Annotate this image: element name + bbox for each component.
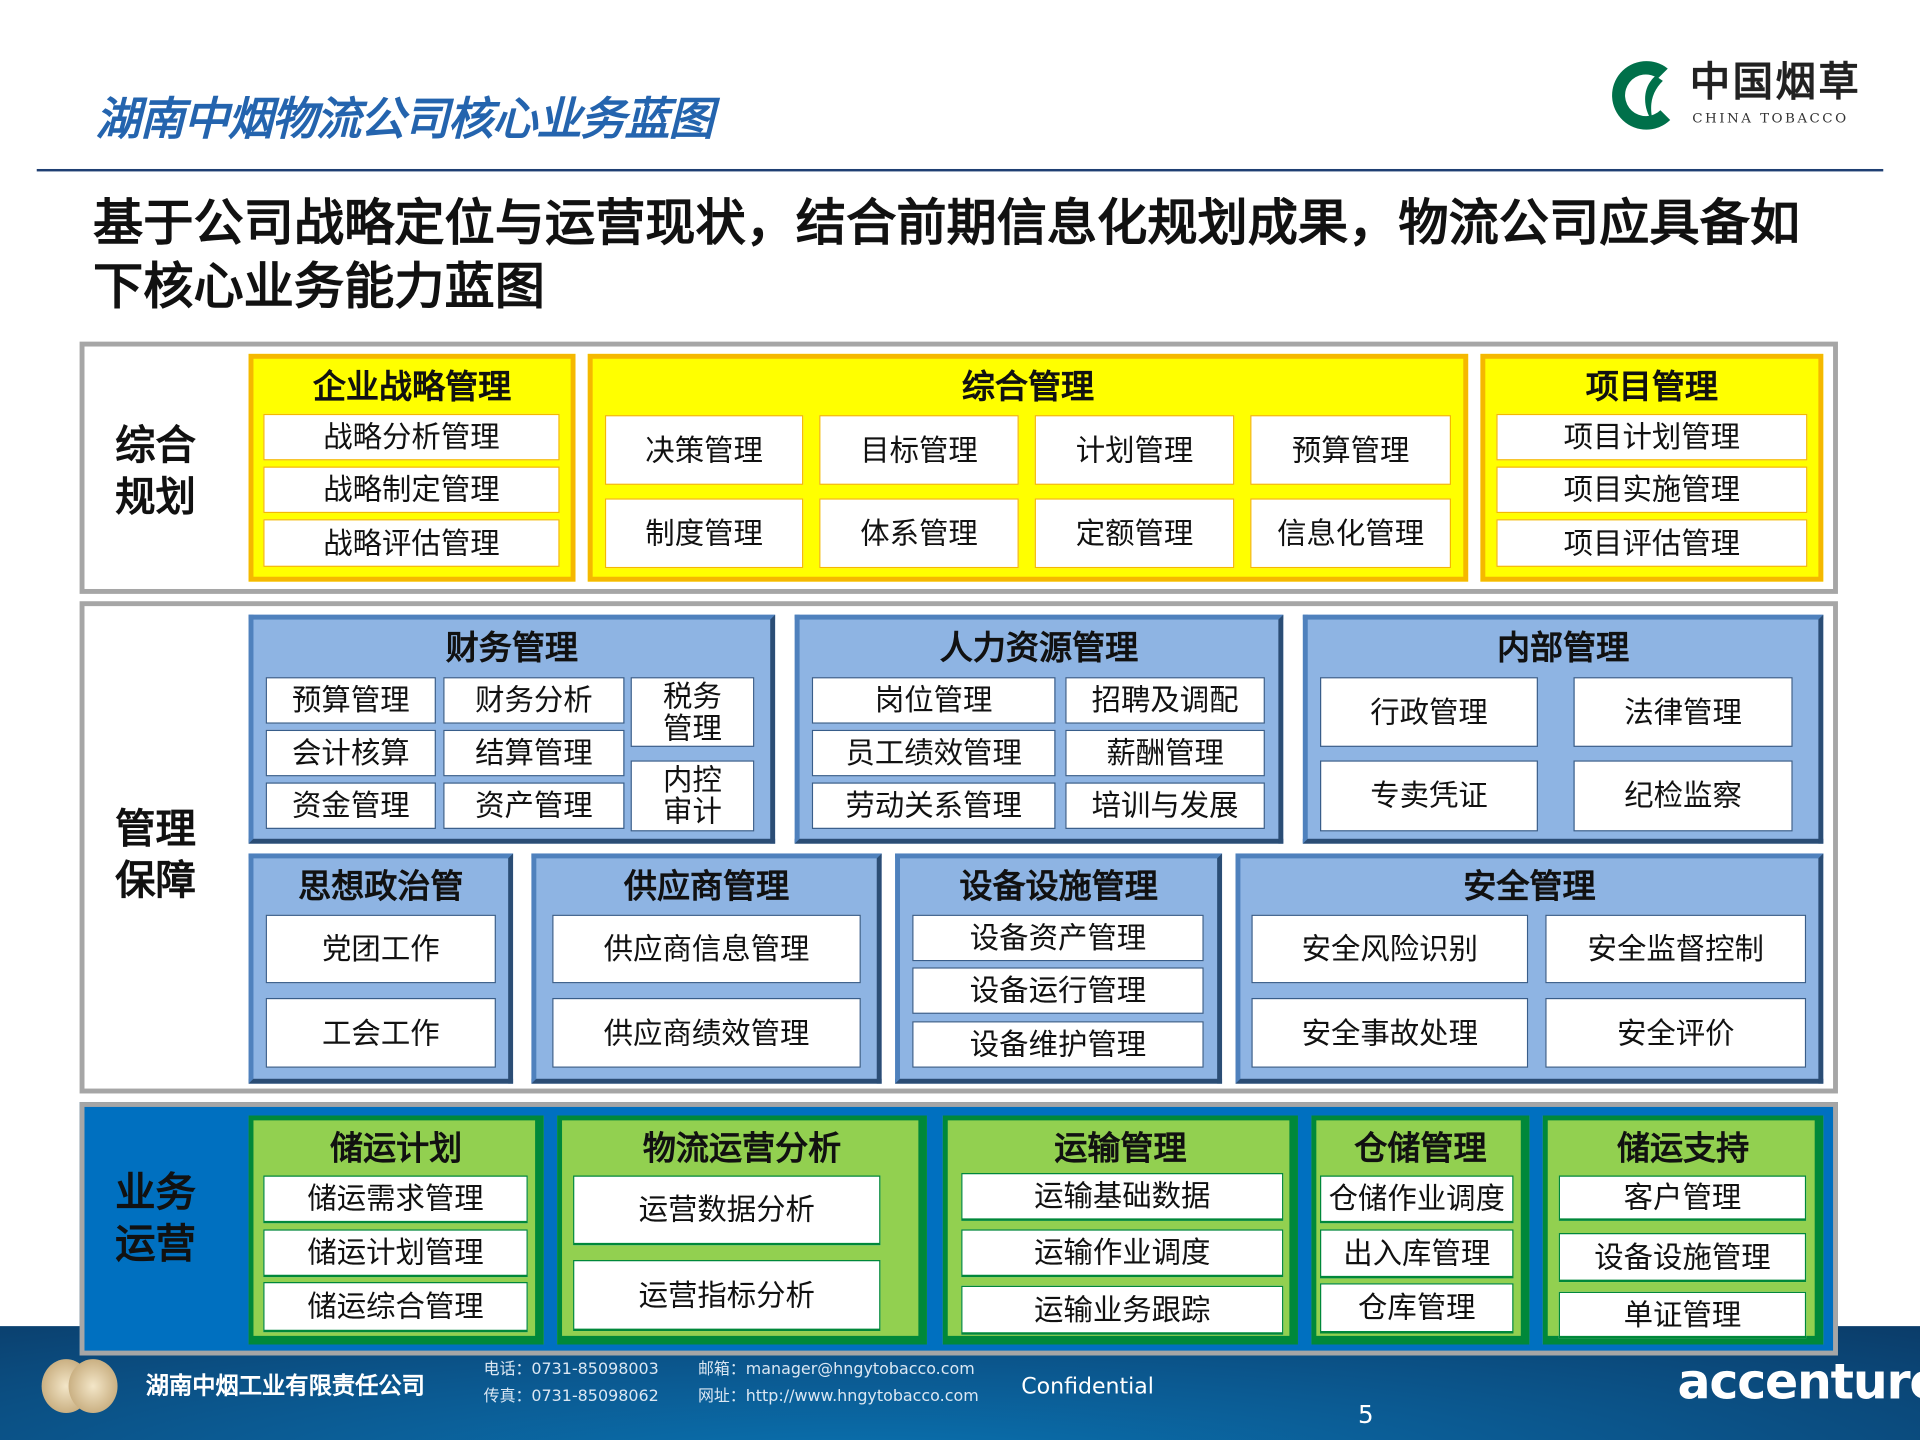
capability-item: 仓库管理	[1320, 1283, 1514, 1334]
capability-item: 供应商信息管理	[552, 914, 861, 984]
capability-group-title: 综合管理	[961, 368, 1095, 407]
footer-fax: 传真：0731-85098062	[483, 1387, 659, 1406]
capability-item: 储运综合管理	[263, 1282, 528, 1333]
capability-item: 战略分析管理	[263, 413, 560, 461]
capability-item: 安全评价	[1545, 997, 1807, 1068]
capability-item: 税务 管理	[630, 677, 755, 747]
page-number: 5	[1357, 1399, 1374, 1429]
capability-item: 工会工作	[265, 997, 496, 1068]
capability-item: 结算管理	[443, 729, 625, 777]
capability-item: 储运计划管理	[263, 1229, 528, 1278]
capability-group-title: 储运支持	[1616, 1130, 1750, 1169]
capability-item: 行政管理	[1320, 677, 1538, 747]
capability-item: 战略评估管理	[263, 519, 560, 567]
capability-group-title: 设备设施管理	[959, 868, 1158, 907]
capability-item: 设备维护管理	[912, 1021, 1204, 1068]
footer-email: 邮箱：manager@hngytobacco.com	[697, 1360, 975, 1379]
capability-item: 运输作业调度	[961, 1229, 1284, 1278]
capability-item: 计划管理	[1034, 415, 1235, 485]
capability-item: 培训与发展	[1065, 782, 1265, 829]
title-divider	[36, 168, 1884, 172]
capability-item: 预算管理	[265, 677, 436, 724]
capability-group-title: 安全管理	[1463, 868, 1596, 907]
capability-item: 设备设施管理	[1558, 1233, 1807, 1283]
capability-item: 设备运行管理	[912, 967, 1204, 1014]
capability-group-title: 项目管理	[1585, 368, 1718, 407]
capability-item: 项目计划管理	[1496, 413, 1808, 461]
capability-group-title: 财务管理	[445, 629, 578, 668]
capability-item: 运输业务跟踪	[961, 1285, 1284, 1335]
footer-phone: 电话：0731-85098003	[483, 1360, 659, 1379]
capability-group-title: 思想政治管	[298, 868, 464, 907]
footer-company-name: 湖南中烟工业有限责任公司	[145, 1372, 425, 1400]
capability-item: 法律管理	[1573, 677, 1793, 747]
capability-item: 决策管理	[604, 415, 804, 485]
capability-item: 岗位管理	[811, 677, 1056, 724]
capability-item: 资产管理	[443, 782, 625, 829]
capability-group-title: 内部管理	[1496, 629, 1630, 668]
slide-heading: 基于公司战略定位与运营现状，结合前期信息化规划成果，物流公司应具备如下核心业务能…	[93, 193, 1801, 316]
capability-item: 财务分析	[443, 677, 625, 724]
slide-title: 湖南中烟物流公司核心业务蓝图	[95, 93, 714, 146]
logo-cn-text: 中国烟草	[1689, 57, 1862, 106]
china-tobacco-logo: 中国烟草 CHINA TOBACCO	[1607, 54, 1870, 135]
capability-item: 党团工作	[265, 914, 496, 984]
logo-en-text: CHINA TOBACCO	[1692, 110, 1849, 127]
capability-item: 项目实施管理	[1496, 466, 1808, 514]
capability-item: 纪检监察	[1573, 760, 1793, 832]
capability-item: 项目评估管理	[1496, 519, 1808, 567]
capability-item: 出入库管理	[1320, 1229, 1514, 1279]
capability-item: 员工绩效管理	[811, 729, 1056, 777]
capability-group-title: 企业战略管理	[312, 368, 512, 407]
capability-group-title: 运输管理	[1054, 1130, 1187, 1169]
capability-group-title: 储运计划	[330, 1130, 463, 1169]
section-label-planning: 综合 规划	[115, 421, 196, 521]
capability-item: 专卖凭证	[1320, 760, 1538, 832]
capability-item: 体系管理	[819, 498, 1019, 569]
capability-group-title: 供应商管理	[623, 868, 790, 907]
capability-group-title: 物流运营分析	[642, 1130, 842, 1169]
capability-item: 劳动关系管理	[811, 782, 1056, 829]
capability-item: 设备资产管理	[912, 914, 1204, 962]
capability-item: 薪酬管理	[1065, 729, 1265, 777]
capability-item: 招聘及调配	[1065, 677, 1265, 724]
capability-item: 客户管理	[1558, 1175, 1807, 1221]
capability-item: 定额管理	[1034, 498, 1235, 569]
capability-item: 仓储作业调度	[1320, 1175, 1514, 1224]
capability-item: 运输基础数据	[961, 1173, 1284, 1221]
capability-item: 资金管理	[265, 782, 436, 829]
capability-item: 运营数据分析	[573, 1175, 881, 1246]
capability-item: 安全事故处理	[1251, 997, 1529, 1068]
capability-item: 供应商绩效管理	[552, 997, 861, 1068]
capability-group-title: 仓储管理	[1354, 1130, 1487, 1169]
capability-item: 储运需求管理	[263, 1175, 528, 1224]
capability-item: 单证管理	[1558, 1291, 1807, 1339]
capability-item: 信息化管理	[1250, 498, 1452, 569]
capability-item: 预算管理	[1250, 415, 1452, 485]
capability-group-title: 人力资源管理	[939, 629, 1139, 668]
capability-item: 战略制定管理	[263, 466, 560, 514]
capability-item: 制度管理	[604, 498, 804, 569]
capability-item: 目标管理	[819, 415, 1019, 485]
capability-item: 安全风险识别	[1251, 914, 1529, 984]
section-label-management: 管理 保障	[115, 804, 196, 904]
footer-website: 网址：http://www.hngytobacco.com	[697, 1387, 979, 1406]
accenture-logo: accenture	[1677, 1354, 1920, 1411]
footer-confidential: Confidential	[1021, 1373, 1154, 1400]
company-seal-icon	[41, 1359, 118, 1414]
capability-item: 安全监督控制	[1545, 914, 1807, 984]
capability-item: 运营指标分析	[573, 1260, 881, 1332]
tobacco-leaf-logo-icon	[1612, 61, 1671, 130]
capability-item: 内控 审计	[630, 760, 755, 832]
section-label-operations: 业务 运营	[115, 1168, 196, 1268]
capability-item: 会计核算	[265, 729, 436, 777]
